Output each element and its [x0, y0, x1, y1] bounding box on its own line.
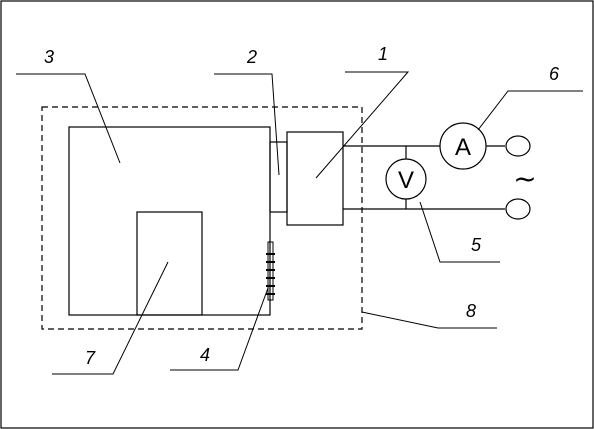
label-2: 2 — [246, 47, 257, 67]
terminal-strip — [266, 241, 275, 301]
dashed-enclosure — [41, 106, 363, 330]
label-5: 5 — [471, 235, 482, 255]
ammeter-circle — [439, 122, 487, 170]
supply-terminal-top — [505, 135, 531, 157]
voltmeter-symbol: V — [398, 167, 414, 194]
inner-block — [136, 211, 203, 316]
label-4: 4 — [200, 345, 210, 365]
label-8: 8 — [466, 301, 476, 321]
voltmeter-circle — [385, 158, 427, 200]
chamber-body — [68, 126, 271, 316]
device-box — [286, 131, 344, 226]
supply-terminal-bottom — [505, 198, 531, 220]
label-6: 6 — [549, 64, 560, 84]
ammeter-symbol: A — [455, 134, 471, 161]
label-7: 7 — [85, 348, 96, 368]
ac-symbol: ~ — [513, 162, 536, 195]
interface-plate — [269, 141, 288, 213]
label-3: 3 — [44, 47, 54, 67]
label-1: 1 — [378, 44, 388, 64]
leader-lines — [16, 71, 583, 375]
